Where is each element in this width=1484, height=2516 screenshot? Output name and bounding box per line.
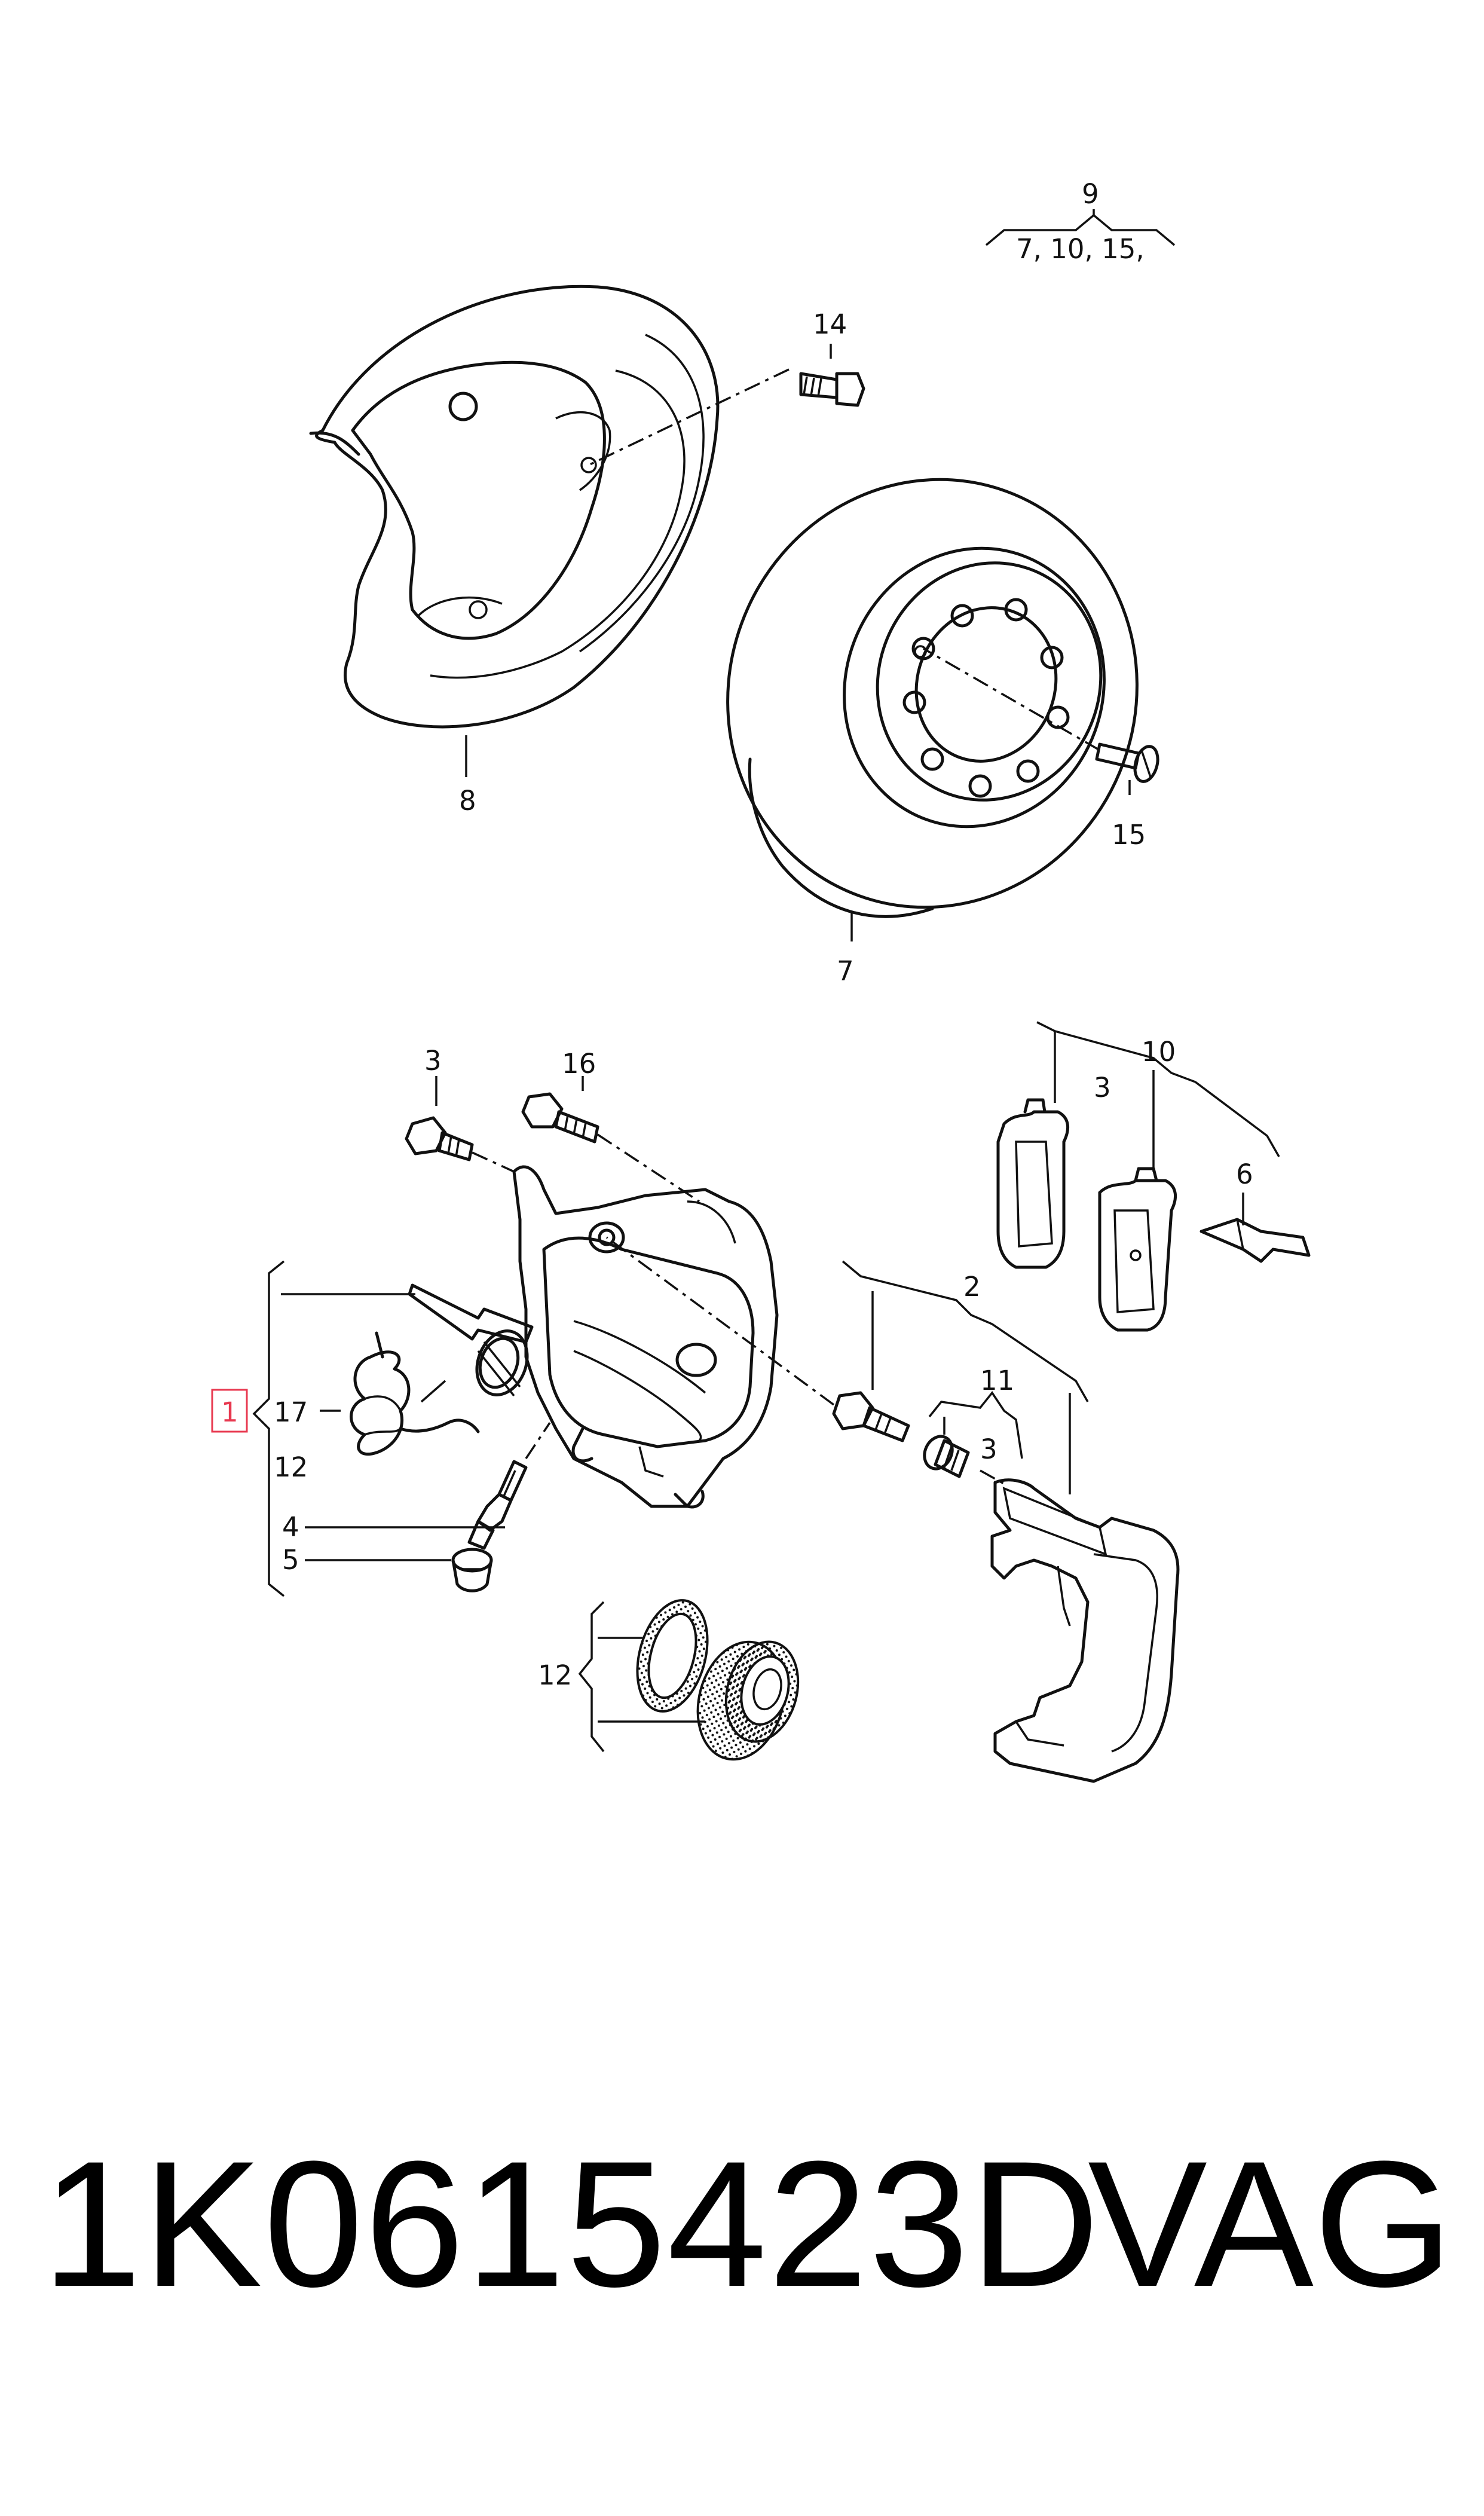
brake-disc — [726, 478, 1139, 941]
callout-2-bracket — [842, 1260, 1089, 1494]
bleed-screw-4 — [467, 1422, 551, 1550]
callout-8-label: 8 — [459, 785, 476, 817]
pad-clip-6 — [1200, 1218, 1311, 1263]
callout-10-label: 10 — [1142, 1036, 1176, 1068]
callout-3b-label: 3 — [1094, 1072, 1111, 1103]
callout-10-bracket — [1036, 1021, 1280, 1225]
callout-9-label: 9 — [1082, 178, 1099, 210]
screw-15 — [923, 647, 1159, 795]
caliper-carrier — [980, 1469, 1180, 1783]
callout-15-label: 15 — [1112, 819, 1146, 851]
callout-11-label: 11 — [980, 1365, 1014, 1396]
callout-14-label: 14 — [813, 308, 847, 340]
bolt-16 — [521, 1076, 700, 1203]
callout-7-label: 7 — [837, 955, 854, 987]
brake-pad-right — [1098, 1167, 1177, 1332]
callout-1-highlight-box[interactable] — [211, 1389, 248, 1433]
cap-5 — [451, 1548, 493, 1592]
callout-12b-bracket — [578, 1601, 705, 1753]
part-number: 1K0615423D — [42, 2123, 1101, 2324]
callout-4-label: 4 — [282, 1511, 299, 1543]
brand-name: VAG — [1088, 2123, 1454, 2324]
callout-16-label: 16 — [562, 1048, 596, 1080]
callout-17-label: 17 — [274, 1396, 308, 1428]
handbrake-lever — [408, 1283, 534, 1397]
callout-3c-label: 3 — [980, 1433, 998, 1465]
bolt-3 — [405, 1076, 515, 1173]
callout-1-label[interactable]: 1 — [221, 1396, 238, 1428]
bolt-14 — [588, 344, 865, 466]
brake-caliper — [512, 1165, 779, 1509]
callout-5-label: 5 — [282, 1544, 299, 1576]
callout-9-sublabel: 7, 10, 15, — [1016, 233, 1145, 265]
callout-12a-label: 12 — [274, 1451, 308, 1483]
spring-17 — [350, 1331, 480, 1456]
seal-ring-12 — [636, 1599, 709, 1713]
splash-shield — [309, 285, 720, 777]
guide-bolt-2 — [605, 1236, 910, 1442]
callout-9-bracket — [985, 209, 1176, 246]
callout-2-label: 2 — [963, 1271, 981, 1303]
guide-sleeve-11 — [923, 1435, 970, 1478]
callout-3a-label: 3 — [424, 1045, 442, 1077]
brake-pad-left — [996, 1098, 1070, 1269]
callout-1-bracket — [252, 1260, 505, 1597]
piston-boot-12 — [696, 1640, 800, 1761]
callout-12b-label: 12 — [538, 1659, 572, 1691]
callout-6-label: 6 — [1236, 1158, 1253, 1190]
